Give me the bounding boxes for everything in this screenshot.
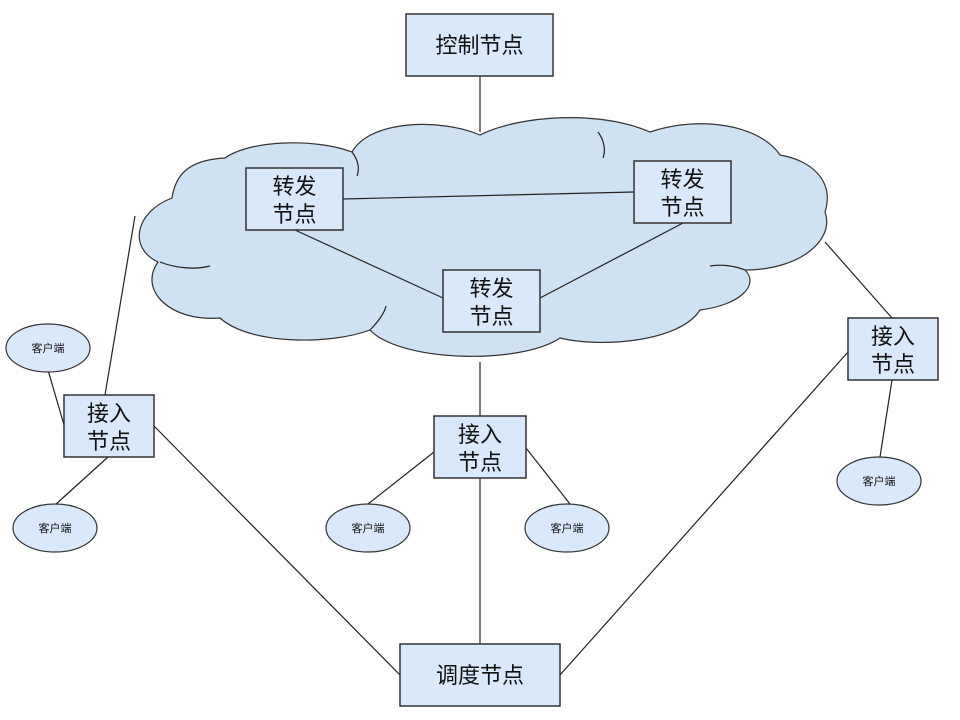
edge-cloud-access-right — [824, 241, 893, 319]
access-node-right-label-line1: 接入 — [871, 325, 915, 350]
access-node-left-label-line1: 接入 — [87, 402, 131, 427]
access-node-center[interactable]: 接入 节点 — [433, 415, 527, 479]
access-node-center-label-line1: 接入 — [458, 423, 502, 448]
access-node-left[interactable]: 接入 节点 — [63, 394, 155, 458]
forward-node-right-label-line1: 转发 — [660, 168, 704, 193]
forward-node-center-label-line1: 转发 — [469, 277, 513, 302]
edge-access-center-client-right — [525, 447, 571, 505]
edge-access-right-client — [879, 379, 893, 458]
scheduler-node[interactable]: 调度节点 — [399, 643, 561, 707]
cloud-inner-curve — [159, 261, 211, 269]
access-node-right[interactable]: 接入 节点 — [847, 317, 939, 381]
client-label: 客户端 — [39, 521, 72, 535]
client-label: 客户端 — [352, 521, 385, 535]
client-label: 客户端 — [551, 521, 584, 535]
client-access-right[interactable]: 客户端 — [836, 456, 922, 506]
edge-forward-left-center — [294, 229, 444, 299]
control-node[interactable]: 控制节点 — [405, 13, 554, 77]
forward-node-center[interactable]: 转发 节点 — [442, 269, 541, 333]
edge-access-left-client-top — [47, 369, 65, 426]
cloud-inner-curve — [369, 305, 387, 331]
forward-node-left-label-line1: 转发 — [272, 175, 316, 200]
control-node-label: 控制节点 — [435, 34, 523, 59]
access-node-left-label-line2: 节点 — [87, 430, 131, 455]
scheduler-node-label: 调度节点 — [436, 664, 524, 689]
edge-access-center-client-left — [367, 451, 435, 505]
edge-forward-right-center — [539, 222, 684, 299]
client-access-center-right[interactable]: 客户端 — [524, 503, 610, 553]
forward-node-left[interactable]: 转发 节点 — [245, 167, 344, 231]
access-node-right-label-line2: 节点 — [871, 353, 915, 378]
cloud-inner-curve — [351, 151, 359, 177]
edge-access-left-scheduler — [153, 425, 401, 676]
client-access-center-left[interactable]: 客户端 — [325, 503, 411, 553]
edge-access-right-scheduler — [559, 351, 849, 676]
cloud-inner-curve — [597, 131, 605, 159]
client-label: 客户端 — [32, 341, 65, 355]
edges — [47, 76, 893, 676]
client-access-left-bottom[interactable]: 客户端 — [12, 503, 98, 553]
forward-node-left-label-line2: 节点 — [272, 203, 316, 228]
client-access-left-top[interactable]: 客户端 — [5, 323, 91, 373]
forward-node-right[interactable]: 转发 节点 — [633, 160, 732, 224]
edge-forward-left-right — [342, 191, 635, 200]
forward-node-right-label-line2: 节点 — [660, 196, 704, 221]
cloud-inner-curve — [709, 264, 746, 271]
edge-cloud-access-left — [104, 215, 136, 396]
client-label: 客户端 — [863, 474, 896, 488]
forward-node-center-label-line2: 节点 — [469, 305, 513, 330]
edge-access-left-client-bottom — [54, 456, 109, 506]
access-node-center-label-line2: 节点 — [458, 451, 502, 476]
